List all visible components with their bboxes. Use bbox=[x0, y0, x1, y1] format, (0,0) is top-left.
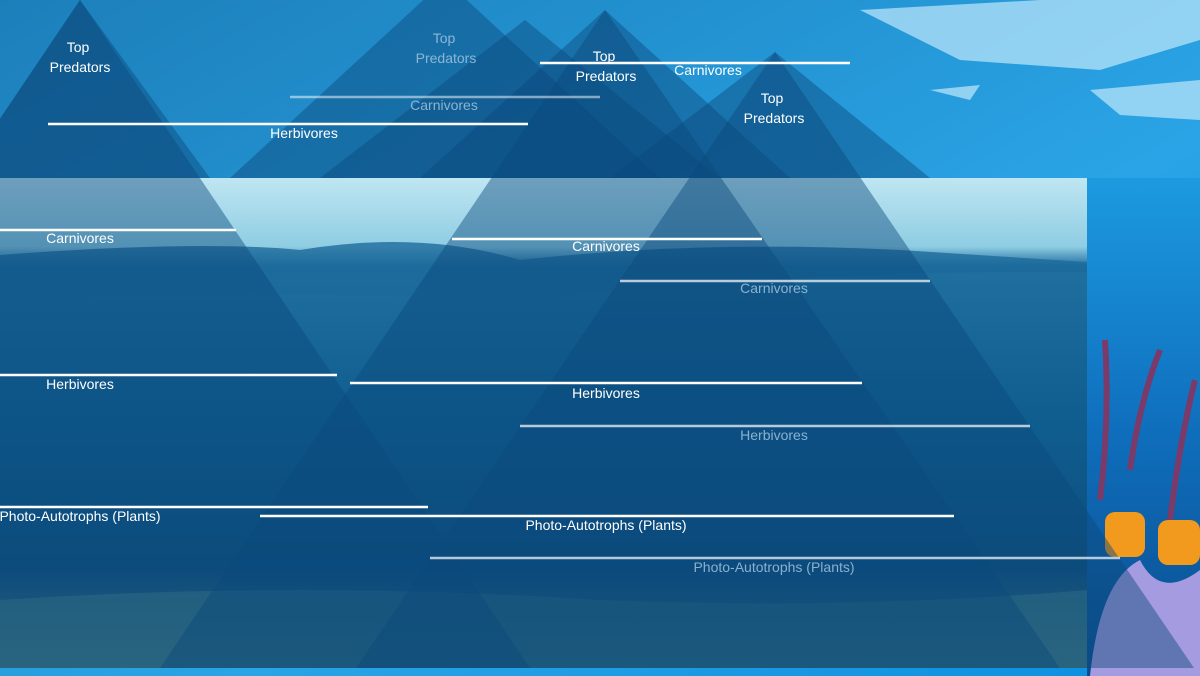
pyramid-3-top bbox=[320, 20, 720, 178]
coral-icon bbox=[1090, 339, 1200, 676]
level-divider-lines bbox=[0, 61, 1120, 560]
label-top: Top bbox=[67, 39, 90, 55]
surface-highlights bbox=[860, 0, 1200, 120]
label-photo-autotrophs: Photo-Autotrophs (Plants) bbox=[693, 559, 854, 575]
label-top: Top bbox=[433, 30, 456, 46]
pyramid-large-left bbox=[0, 0, 530, 668]
pyramid-5-top bbox=[610, 52, 930, 178]
label-carnivores: Carnivores bbox=[46, 230, 114, 246]
pyramid-1-top bbox=[0, 0, 210, 178]
label-herbivores: Herbivores bbox=[740, 427, 808, 443]
label-herbivores: Herbivores bbox=[270, 125, 338, 141]
label-carnivores: Carnivores bbox=[740, 280, 808, 296]
label-photo-autotrophs: Photo-Autotrophs (Plants) bbox=[525, 517, 686, 533]
label-top-predators: Predators bbox=[744, 110, 805, 126]
label-photo-autotrophs: Photo-Autotrophs (Plants) bbox=[0, 508, 161, 524]
pyramid-labels: Top Predators Herbivores Top Predators C… bbox=[0, 30, 855, 575]
pyramid-large-right bbox=[356, 52, 1194, 668]
seabed bbox=[0, 590, 1087, 668]
label-herbivores: Herbivores bbox=[572, 385, 640, 401]
label-top-predators: Predators bbox=[416, 50, 477, 66]
label-top: Top bbox=[761, 90, 784, 106]
label-top-predators: Predators bbox=[576, 68, 637, 84]
label-herbivores: Herbivores bbox=[46, 376, 114, 392]
wave-crest bbox=[0, 242, 1087, 300]
label-carnivores: Carnivores bbox=[674, 62, 742, 78]
label-carnivores: Carnivores bbox=[410, 97, 478, 113]
label-top-predators: Predators bbox=[50, 59, 111, 75]
pyramid-4-top bbox=[420, 10, 790, 178]
label-top: Top bbox=[593, 48, 616, 64]
pyramid-2-top bbox=[230, 0, 660, 178]
pyramid-large-center bbox=[160, 10, 1060, 668]
label-carnivores: Carnivores bbox=[572, 238, 640, 254]
